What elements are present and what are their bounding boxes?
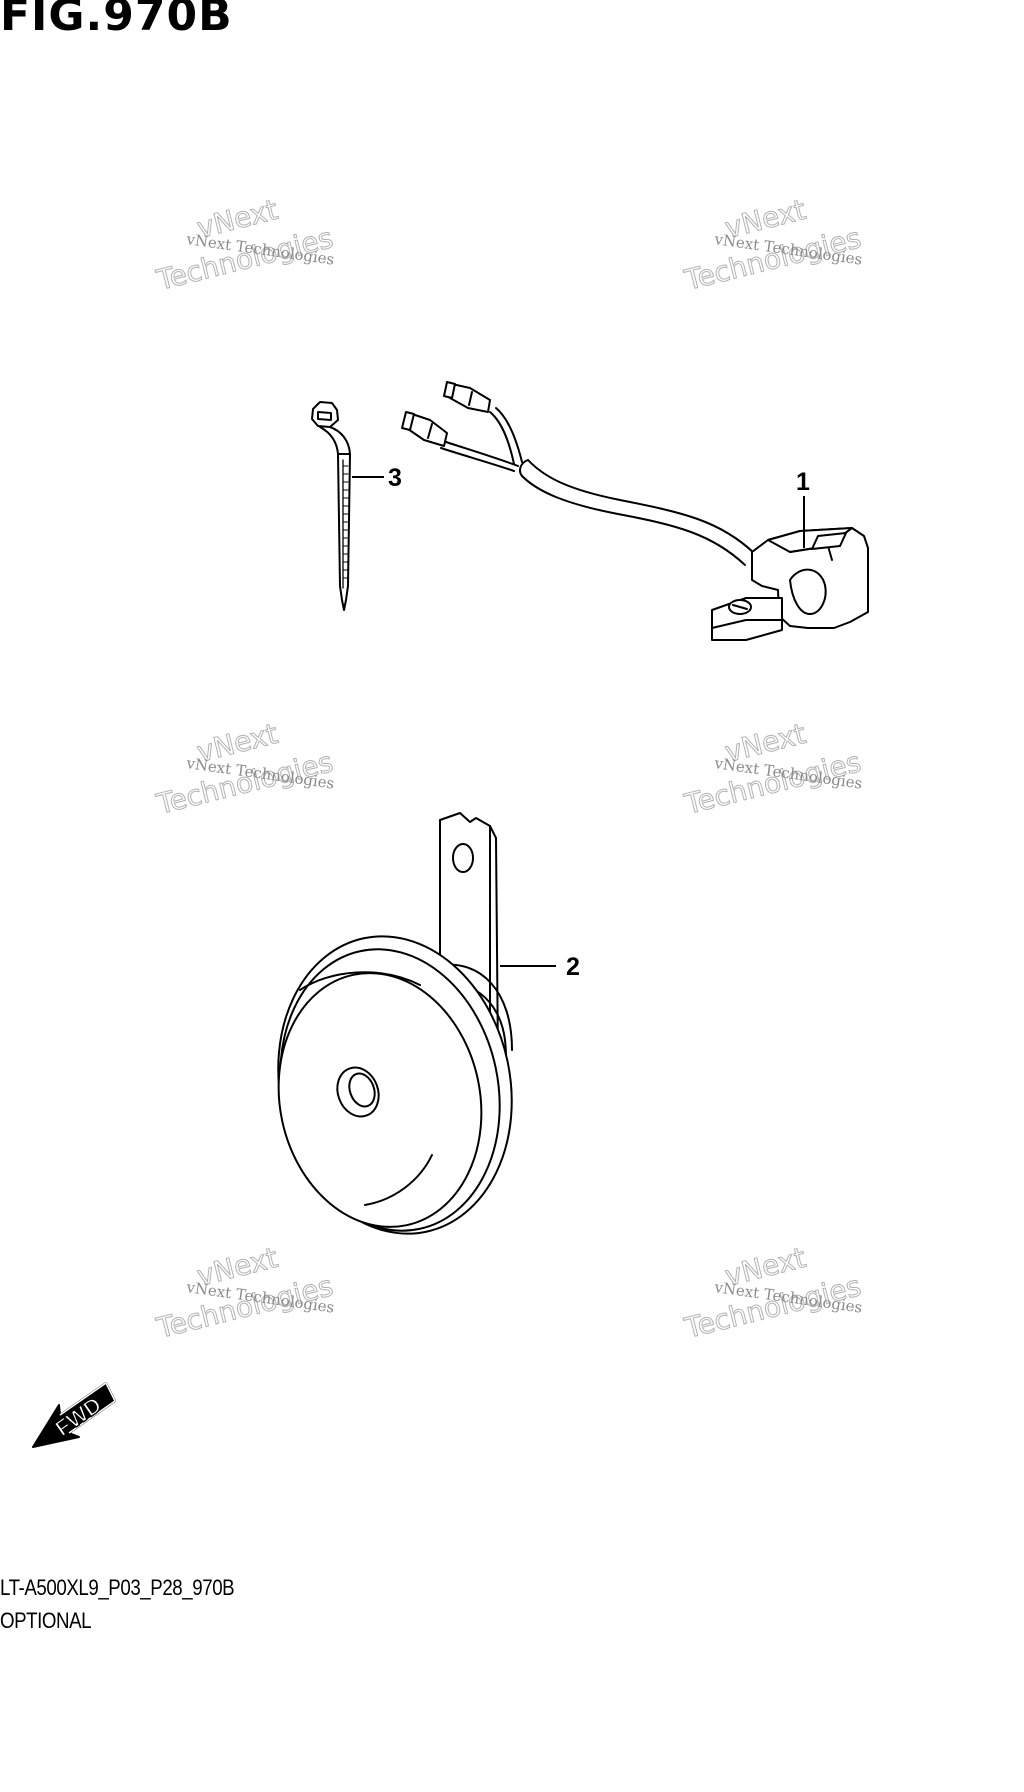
horn-part-2[interactable] — [251, 812, 538, 1256]
callout-label-1: 1 — [796, 468, 810, 496]
watermark-top-left: vNext Technologies vNext Technologies — [152, 192, 336, 297]
figure-title: FIG.970B — [0, 0, 233, 41]
optional-note: OPTIONAL — [0, 1608, 92, 1633]
cable-tie-part-3[interactable] — [311, 401, 351, 611]
watermark-top-right: vNext Technologies vNext Technologies — [680, 192, 864, 297]
watermark-mid-left: vNext Technologies vNext Technologies — [152, 716, 336, 821]
watermark-mid-right: vNext Technologies vNext Technologies — [680, 716, 864, 821]
watermark-bottom-left: vNext Technologies vNext Technologies — [152, 1240, 336, 1345]
fwd-direction-arrow: FWD — [32, 1381, 116, 1448]
drawing-code: LT-A500XL9_P03_P28_970B — [0, 1575, 235, 1600]
horn-switch-part-1[interactable] — [401, 381, 869, 641]
callout-label-3: 3 — [388, 464, 402, 492]
watermark-group: vNext Technologies vNext Technologies vN… — [152, 192, 864, 1345]
watermark-bottom-right: vNext Technologies vNext Technologies — [680, 1240, 864, 1345]
callout-label-2: 2 — [566, 953, 580, 981]
